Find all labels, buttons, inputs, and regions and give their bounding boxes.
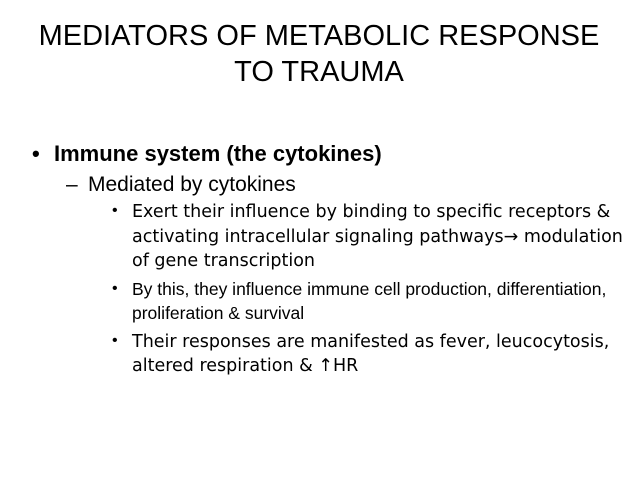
- list-item-level3: • Their responses are manifested as feve…: [14, 330, 624, 379]
- bullet-round-icon: •: [112, 202, 118, 220]
- list-item-level1: • Immune system (the cytokines): [14, 140, 624, 168]
- list-item-level3-label: Their responses are manifested as fever,…: [132, 331, 610, 377]
- bullet-list: • Immune system (the cytokines) – Mediat…: [14, 140, 624, 378]
- bullet-round-icon: •: [32, 141, 40, 166]
- bullet-dash-icon: –: [66, 173, 78, 197]
- list-item-level3-label: By this, they influence immune cell prod…: [132, 279, 607, 323]
- list-item-level3: • Exert their influence by binding to sp…: [14, 200, 624, 273]
- bullet-round-icon: •: [112, 280, 118, 298]
- bullet-round-icon: •: [112, 331, 118, 349]
- list-item-level1-label: Immune system (the cytokines): [54, 141, 382, 166]
- list-item-level2: – Mediated by cytokines: [14, 171, 624, 198]
- list-item-level2-label: Mediated by cytokines: [88, 173, 296, 197]
- page-title: MEDIATORS OF METABOLIC RESPONSE TO TRAUM…: [38, 20, 600, 89]
- slide-body: • Immune system (the cytokines) – Mediat…: [14, 140, 624, 383]
- list-item-level3: • By this, they influence immune cell pr…: [14, 278, 624, 325]
- list-item-level3-label: Exert their influence by binding to spec…: [132, 202, 623, 271]
